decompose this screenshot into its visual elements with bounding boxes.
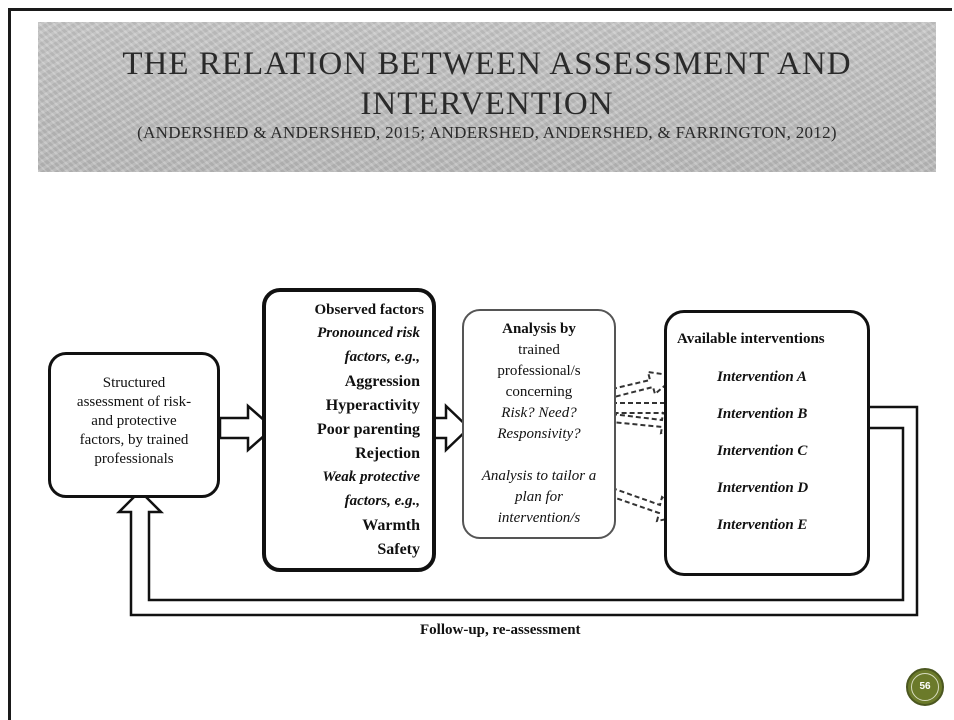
analysis-box: Analysis by trained professional/s conce… [462, 309, 616, 539]
risk-item-aggression: Aggression [344, 373, 420, 390]
intervention-e: Intervention E [717, 517, 808, 533]
assessment-line-1: Structured [102, 375, 166, 391]
interventions-heading: Available interventions [677, 331, 825, 347]
feedback-loop-arrow [115, 405, 919, 617]
assessment-line-3: and protective [91, 413, 177, 429]
analysis-line-3: professional/s [497, 363, 581, 379]
assessment-line-2: assessment of risk- [76, 394, 192, 410]
protective-item-safety: Safety [377, 541, 420, 558]
protective-item-warmth: Warmth [362, 517, 420, 534]
risk-item-rejection: Rejection [355, 445, 420, 462]
title-banner: THE RELATION BETWEEN ASSESSMENT AND INTE… [38, 22, 936, 172]
analysis-line-4: concerning [505, 384, 573, 400]
analysis-tailor-1: Analysis to tailor a [481, 468, 597, 484]
page-number-badge: 56 [906, 668, 944, 706]
risk-heading-1: Pronounced risk [317, 325, 420, 341]
intervention-c: Intervention C [717, 443, 808, 459]
risk-heading-2: factors, e.g., [344, 349, 420, 365]
slide-citation: (ANDERSHED & ANDERSHED, 2015; ANDERSHED,… [137, 123, 837, 142]
analysis-tailor-3: intervention/s [497, 510, 581, 526]
intervention-d: Intervention D [717, 480, 809, 496]
arrow-assessment-to-observed [218, 403, 275, 453]
observed-heading: Observed factors [314, 302, 424, 318]
analysis-line-1: Analysis by [502, 321, 576, 337]
interventions-box: Available interventions Intervention A I… [664, 310, 870, 576]
assessment-line-4: factors, by trained [79, 432, 189, 448]
observed-factors-box: Observed factors Pronounced risk factors… [262, 288, 436, 572]
risk-item-poor-parenting: Poor parenting [317, 421, 420, 438]
assessment-box: Structured assessment of risk- and prote… [48, 352, 220, 498]
feedback-label: Follow-up, re-assessment [420, 622, 581, 638]
protective-heading-1: Weak protective [322, 469, 420, 485]
protective-heading-2: factors, e.g., [344, 493, 420, 509]
slide-frame [8, 8, 952, 720]
analysis-tailor-2: plan for [515, 489, 563, 505]
assessment-line-5: professionals [94, 451, 174, 467]
analysis-question-2: Responsivity? [497, 426, 581, 442]
risk-item-hyperactivity: Hyperactivity [325, 397, 420, 414]
analysis-question-1: Risk? Need? [501, 405, 577, 421]
analysis-line-2: trained [518, 342, 560, 358]
intervention-a: Intervention A [717, 369, 807, 385]
intervention-b: Intervention B [717, 406, 808, 422]
slide-title: THE RELATION BETWEEN ASSESSMENT AND INTE… [122, 46, 852, 122]
